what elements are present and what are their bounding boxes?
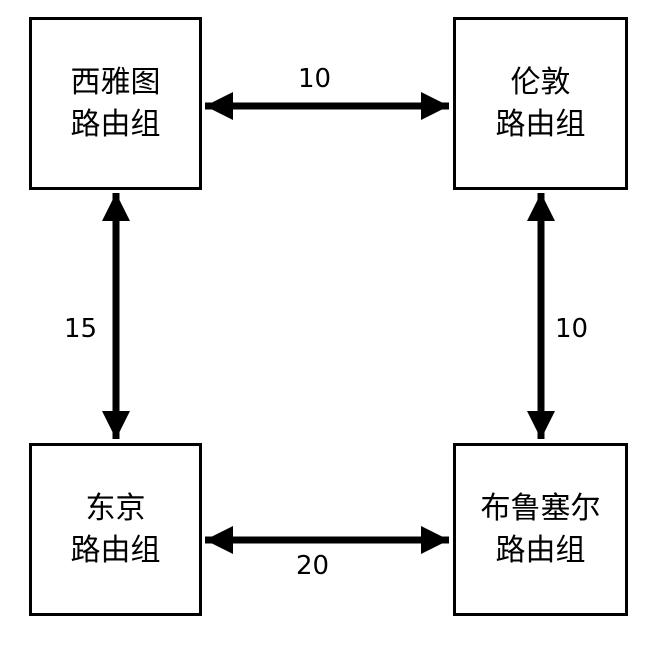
london-routing-group: 伦敦 路由组 [453,17,628,190]
cost-seattle-london: 10 [298,64,332,94]
brussels-type: 路由组 [495,532,586,568]
seattle-name: 西雅图 [70,64,161,100]
seattle-routing-group: 西雅图 路由组 [29,17,202,190]
cost-london-brussels: 10 [555,314,589,344]
brussels-routing-group: 布鲁塞尔 路由组 [453,443,628,616]
tokyo-name: 东京 [85,490,146,526]
tokyo-type: 路由组 [70,532,161,568]
cost-tokyo-brussels: 20 [296,551,330,581]
cost-seattle-tokyo: 15 [64,314,98,344]
london-type: 路由组 [495,106,586,142]
london-name: 伦敦 [510,64,571,100]
brussels-name: 布鲁塞尔 [480,490,601,526]
seattle-type: 路由组 [70,106,161,142]
tokyo-routing-group: 东京 路由组 [29,443,202,616]
